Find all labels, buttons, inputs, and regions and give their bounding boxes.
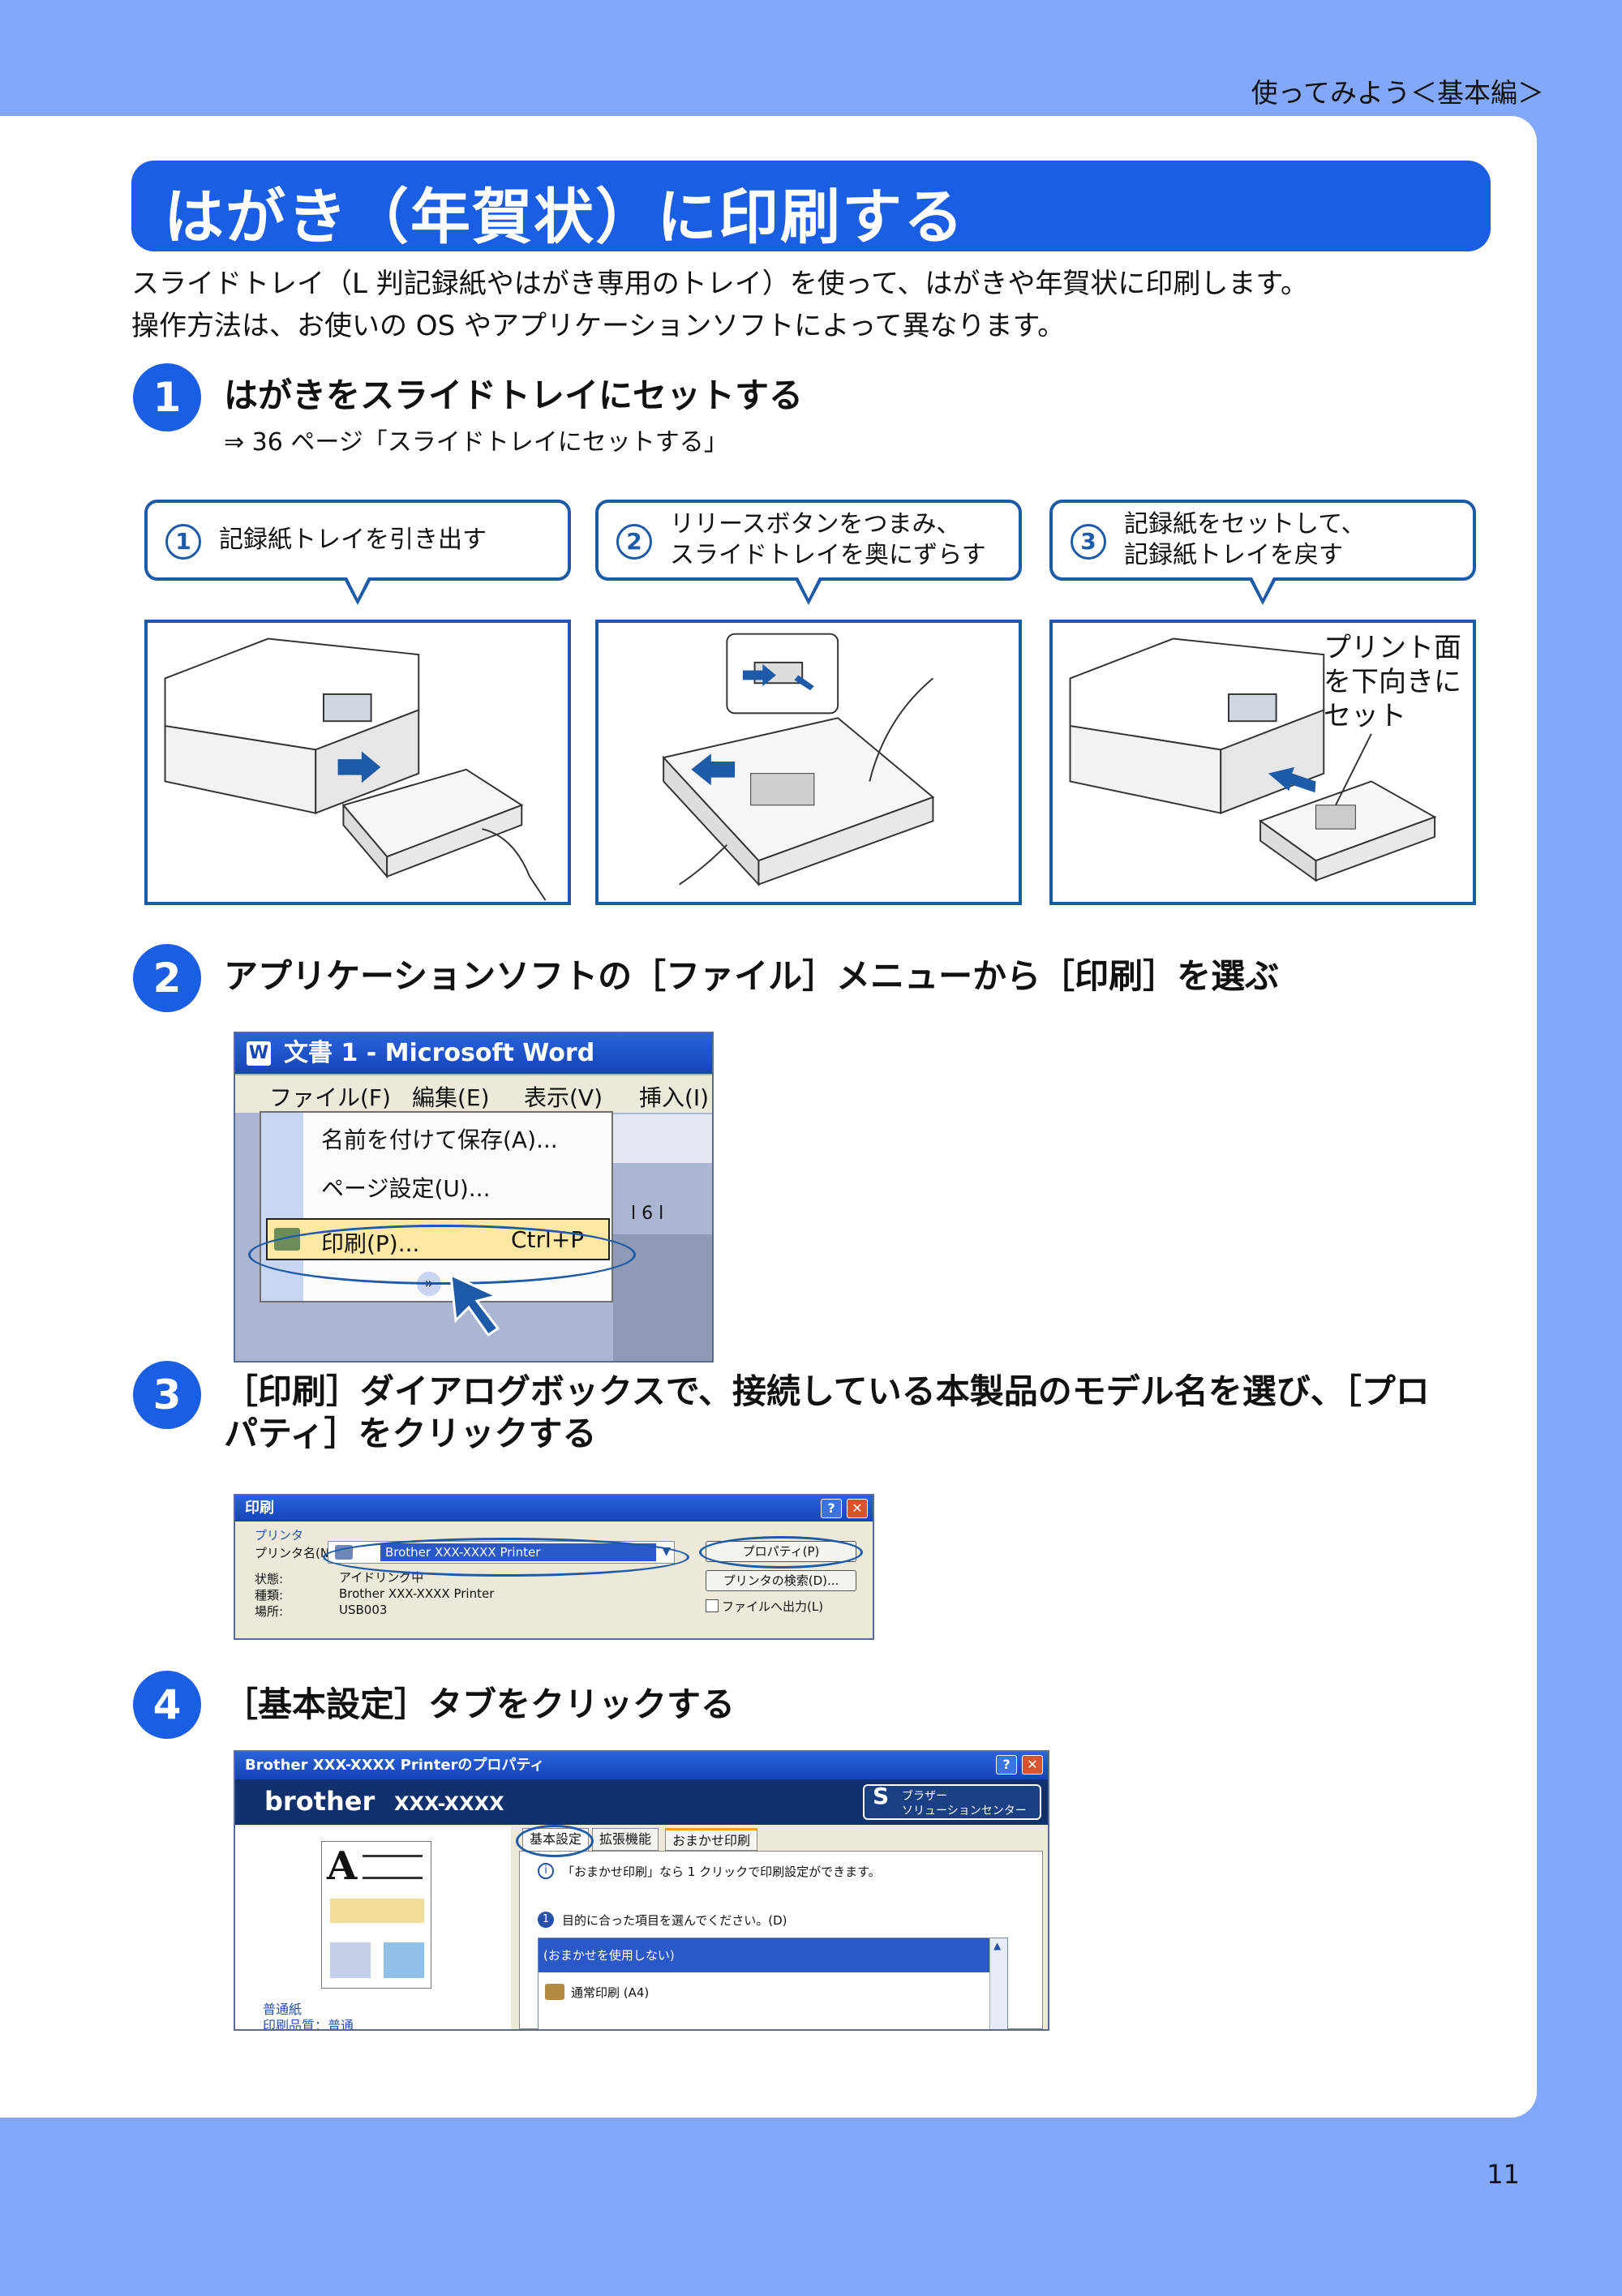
- type-label: 種類:: [255, 1588, 284, 1603]
- print-dialog: 印刷 ? ✕ プリンタ プリンタ名(N): Brother XXX-XXXX P…: [234, 1494, 874, 1640]
- word-app-icon: W: [247, 1041, 271, 1066]
- highlight-ellipse-basic-tab: [516, 1825, 594, 1857]
- step-4-title: ［基本設定］タブをクリックする: [224, 1684, 736, 1724]
- step-1-reference: ⇒ 36 ページ「スライドトレイにセットする」: [224, 428, 728, 457]
- properties-title-bar: Brother XXX-XXXX Printerのプロパティ ? ✕: [235, 1752, 1048, 1779]
- word-window-title: 文書 1 - Microsoft Word: [284, 1039, 595, 1067]
- status-label: 状態:: [255, 1572, 284, 1586]
- purpose-list[interactable]: (おまかせを使用しない) 通常印刷 (A4) ▲: [538, 1938, 1008, 2029]
- print-quality: 印刷品質：普通: [263, 2018, 354, 2031]
- page-preview: A: [321, 1841, 431, 1989]
- photo-slide-tray: [595, 620, 1022, 905]
- chevron-up-icon[interactable]: ▲: [993, 1940, 1002, 1951]
- bubble-3-number: 3: [1071, 524, 1106, 560]
- list-item-none[interactable]: (おまかせを使用しない): [539, 1938, 989, 1972]
- menu-item-page-setup[interactable]: ページ設定(U)...: [321, 1175, 491, 1202]
- print-settings-icon: [545, 1984, 564, 2000]
- step-1-number: 1: [133, 363, 201, 431]
- highlight-ellipse-properties: [699, 1536, 863, 1569]
- bubble-2-text: リリースボタンをつまみ、スライドトレイを奥にずらす: [670, 510, 986, 569]
- location-value: USB003: [339, 1603, 388, 1617]
- step-1-title: はがきをスライドトレイにセットする: [224, 376, 804, 415]
- brand-logo: brother: [264, 1786, 375, 1817]
- print-to-file-checkbox[interactable]: [706, 1599, 719, 1612]
- cursor-arrow-icon: [449, 1272, 500, 1337]
- paper-type: 普通紙: [263, 2002, 303, 2017]
- close-button[interactable]: ✕: [847, 1499, 868, 1518]
- bubble-1-text: 記録紙トレイを引き出す: [219, 526, 487, 554]
- list-item-normal-a4[interactable]: 通常印刷 (A4): [571, 1985, 650, 2000]
- info-icon: i: [538, 1863, 554, 1879]
- intro-text: スライドトレイ（L 判記録紙やはがき専用のトレイ）を使って、はがきや年賀状に印刷…: [131, 263, 1308, 347]
- slide-tray-illustration: [662, 633, 935, 886]
- brand-model: XXX-XXXX: [394, 1792, 504, 1815]
- bubble-2: 2 リリースボタンをつまみ、スライドトレイを奥にずらす: [595, 500, 1022, 605]
- properties-title: Brother XXX-XXXX Printerのプロパティ: [245, 1757, 545, 1774]
- print-to-file-label: ファイルへ出力(L): [722, 1599, 824, 1614]
- highlight-ellipse-print: [248, 1225, 636, 1285]
- print-dialog-title: 印刷: [245, 1500, 274, 1517]
- intro-line-1: スライドトレイ（L 判記録紙やはがき専用のトレイ）を使って、はがきや年賀状に印刷…: [131, 268, 1308, 300]
- menu-item-save-as[interactable]: 名前を付けて保存(A)...: [321, 1127, 558, 1153]
- bubble-1: 1 記録紙トレイを引き出す: [144, 500, 571, 605]
- step-4-number: 4: [133, 1671, 201, 1739]
- printer-name-label: プリンタ名(N):: [255, 1546, 338, 1560]
- menu-file[interactable]: ファイル(F): [269, 1084, 391, 1111]
- bubble-3: 3 記録紙をセットして、記録紙トレイを戻す: [1049, 500, 1476, 605]
- brand-bar: brother XXX-XXXX S ブラザーソリューションセンター: [235, 1779, 1048, 1825]
- photo-pull-out-tray: [144, 620, 571, 905]
- list-scrollbar[interactable]: ▲: [989, 1938, 1007, 2029]
- highlight-ellipse-printer: [323, 1538, 689, 1577]
- page-title: はがき（年賀状）に印刷する: [164, 182, 965, 252]
- brother-s-icon: S: [873, 1783, 890, 1809]
- help-button[interactable]: ?: [821, 1499, 842, 1518]
- printer-tray-illustration: [164, 637, 547, 901]
- bubble-2-number: 2: [616, 524, 652, 560]
- word-toolbar: [613, 1114, 712, 1163]
- tab-panel: i 「おまかせ印刷」なら 1 クリックで印刷設定ができます。 1 目的に合った項…: [519, 1851, 1043, 2029]
- step-3-number: 3: [133, 1361, 201, 1429]
- properties-dialog: Brother XXX-XXXX Printerのプロパティ ? ✕ broth…: [234, 1750, 1049, 2031]
- word-window: W 文書 1 - Microsoft Word ファイル(F) 編集(E) 表示…: [234, 1032, 714, 1363]
- solutions-center-button[interactable]: S ブラザーソリューションセンター: [863, 1784, 1041, 1820]
- word-menu-bar: ファイル(F) 編集(E) 表示(V) 挿入(I): [235, 1075, 712, 1113]
- menu-view[interactable]: 表示(V): [524, 1084, 603, 1111]
- close-button-2[interactable]: ✕: [1022, 1755, 1043, 1775]
- print-dialog-title-bar: 印刷 ? ✕: [235, 1496, 873, 1521]
- menu-edit[interactable]: 編集(E): [412, 1084, 490, 1111]
- bubble-3-text: 記録紙をセットして、記録紙トレイを戻す: [1124, 510, 1366, 569]
- location-label: 場所:: [255, 1604, 284, 1619]
- photo-note: プリント面を下向きにセット: [1324, 632, 1461, 732]
- menu-insert[interactable]: 挿入(I): [639, 1084, 710, 1111]
- find-printer-button[interactable]: プリンタの検索(D)...: [706, 1570, 856, 1591]
- type-value: Brother XXX-XXXX Printer: [339, 1586, 495, 1601]
- step-one-icon: 1: [538, 1912, 554, 1928]
- preview-panel: A 普通紙 印刷品質：普通: [235, 1826, 511, 2029]
- choose-purpose-label: 目的に合った項目を選んでください。(D): [562, 1913, 787, 1928]
- printer-group-label: プリンタ: [255, 1528, 304, 1543]
- help-button-2[interactable]: ?: [996, 1755, 1017, 1775]
- status-value: アイドリング中: [339, 1570, 424, 1585]
- title-bar: はがき（年賀状）に印刷する: [131, 161, 1491, 252]
- tab-auto[interactable]: おまかせ印刷: [665, 1828, 758, 1851]
- load-paper-illustration: [1069, 637, 1437, 882]
- letter-a-icon: A: [327, 1843, 358, 1889]
- photo-load-paper: プリント面を下向きにセット: [1049, 620, 1476, 905]
- word-ruler: l 6 l: [631, 1204, 664, 1224]
- tab-advanced[interactable]: 拡張機能: [592, 1828, 659, 1851]
- bubble-1-number: 1: [165, 524, 201, 560]
- intro-line-2: 操作方法は、お使いの OS やアプリケーションソフトによって異なります。: [131, 310, 1066, 342]
- word-title-bar: W 文書 1 - Microsoft Word: [235, 1033, 712, 1074]
- step-3-title: ［印刷］ダイアログボックスで、接続している本製品のモデル名を選び、［プロパティ］…: [224, 1371, 1430, 1453]
- page-number: 11: [1487, 2159, 1520, 2190]
- auto-print-hint: 「おまかせ印刷」なら 1 クリックで印刷設定ができます。: [562, 1865, 881, 1879]
- step-2-number: 2: [133, 944, 201, 1012]
- section-label: 使ってみよう＜基本編＞: [1251, 77, 1544, 109]
- step-2-title: アプリケーションソフトの［ファイル］メニューから［印刷］を選ぶ: [224, 956, 1280, 996]
